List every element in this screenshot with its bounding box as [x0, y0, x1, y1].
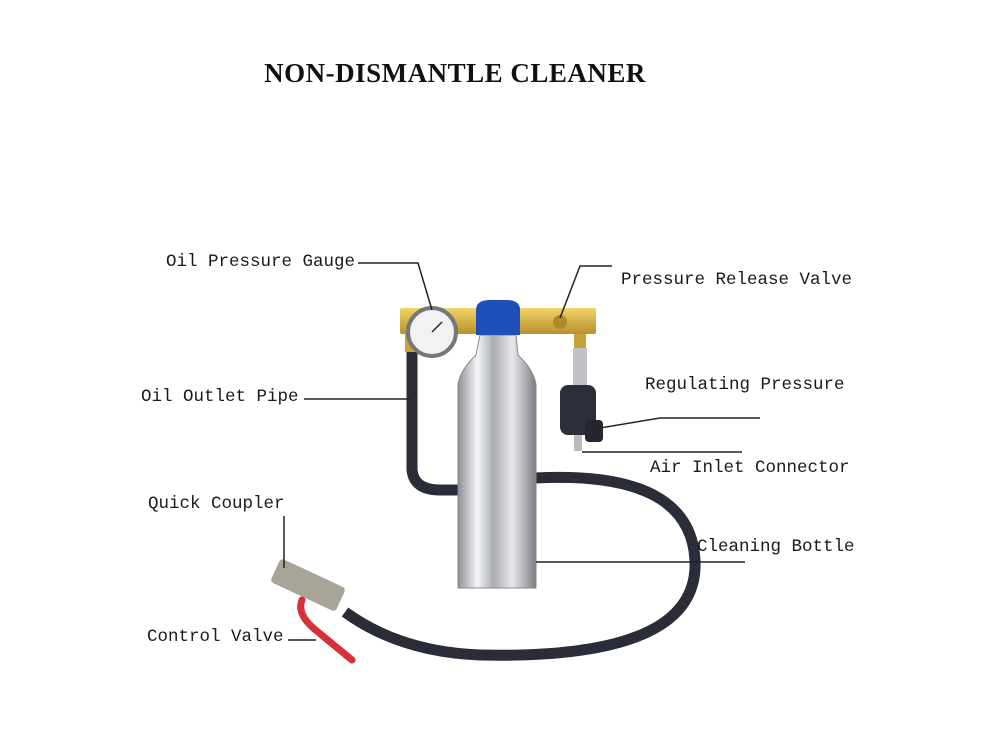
label-air-inlet-connector: Air Inlet Connector: [650, 458, 850, 478]
label-regulating-pressure: Regulating Pressure: [645, 375, 845, 395]
quick-coupler: [271, 559, 345, 611]
cleaning-bottle: [457, 334, 537, 589]
oil-outlet-hose: [406, 350, 462, 496]
bottle-cap: [476, 300, 520, 335]
label-control-valve: Control Valve: [147, 627, 284, 647]
long-hose: [341, 471, 701, 661]
diagram-title: NON-DISMANTLE CLEANER: [264, 58, 646, 88]
label-quick-coupler: Quick Coupler: [148, 494, 285, 514]
leader-lines: [283, 262, 760, 641]
label-pressure-release-valve: Pressure Release Valve: [621, 270, 853, 290]
control-valve-handle: [297, 596, 356, 664]
label-oil-pressure-gauge: Oil Pressure Gauge: [166, 252, 356, 272]
pressure-release-knob: [553, 315, 567, 329]
label-oil-outlet-pipe: Oil Outlet Pipe: [141, 387, 299, 407]
label-cleaning-bottle: Cleaning Bottle: [697, 537, 855, 557]
